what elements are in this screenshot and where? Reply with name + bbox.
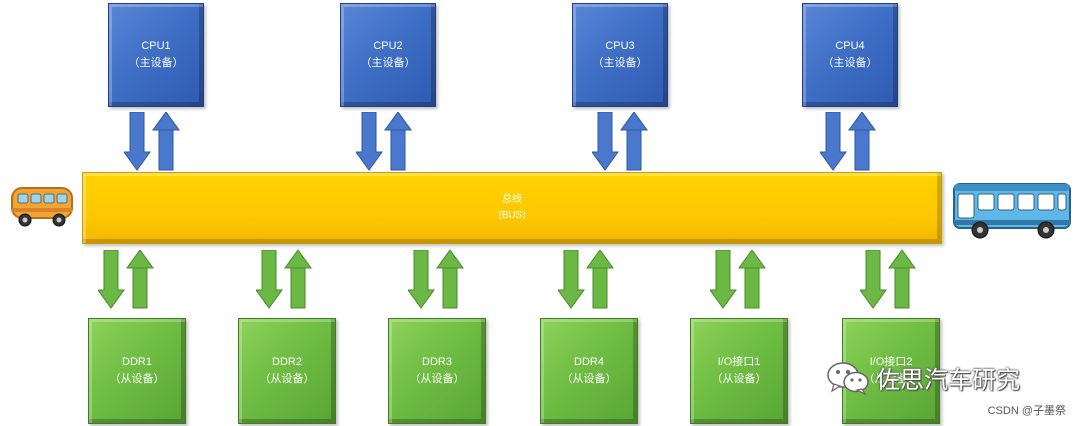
slave-name: DDR4 bbox=[574, 356, 604, 368]
system-bus: 总线 (BUS) bbox=[82, 172, 942, 244]
arrow-pair-cpu4-bus bbox=[820, 112, 876, 171]
watermark-text: 佐思汽车研究 bbox=[876, 367, 1020, 394]
slave-device-ddr2: DDR2 （从设备） bbox=[238, 318, 336, 424]
slave-name: DDR3 bbox=[422, 356, 452, 368]
slave-device-ddr4: DDR4 （从设备） bbox=[540, 318, 638, 424]
slave-role: （从设备） bbox=[711, 373, 767, 385]
slave-device-ddr1: DDR1 （从设备） bbox=[88, 318, 186, 424]
master-role: （主设备） bbox=[822, 57, 878, 69]
slave-device-io1: I/O接口1 （从设备） bbox=[690, 318, 788, 424]
arrow-pair-bus-io1 bbox=[710, 250, 766, 309]
master-role: （主设备） bbox=[128, 57, 184, 69]
slave-role: （从设备） bbox=[561, 373, 617, 385]
watermark: 佐思汽车研究 bbox=[826, 360, 1020, 395]
arrow-pair-bus-ddr4 bbox=[558, 250, 614, 309]
slave-role: （从设备） bbox=[409, 373, 465, 385]
master-device-cpu2: CPU2 （主设备） bbox=[340, 3, 436, 107]
arrow-pair-cpu1-bus bbox=[124, 112, 180, 171]
master-name: CPU2 bbox=[373, 40, 403, 52]
arrow-pair-cpu2-bus bbox=[356, 112, 412, 171]
slave-name: DDR2 bbox=[272, 356, 302, 368]
arrow-pair-bus-ddr2 bbox=[256, 250, 312, 309]
slave-name: I/O接口1 bbox=[717, 356, 761, 368]
slave-name: I/O接口2 bbox=[869, 356, 913, 368]
bus-subtitle: (BUS) bbox=[498, 210, 526, 221]
master-name: CPU3 bbox=[605, 40, 635, 52]
arrow-pair-bus-ddr1 bbox=[98, 250, 154, 309]
school-bus-icon bbox=[11, 187, 73, 227]
bus-title: 总线 bbox=[502, 194, 522, 205]
master-role: （主设备） bbox=[592, 57, 648, 69]
slave-device-io2: I/O接口2 （从设备） bbox=[842, 318, 940, 424]
slave-role: （从设备） bbox=[863, 373, 919, 385]
master-device-cpu1: CPU1 （主设备） bbox=[108, 3, 204, 107]
arrow-pair-bus-ddr3 bbox=[408, 250, 464, 309]
arrow-pair-cpu3-bus bbox=[592, 112, 648, 171]
slave-role: （从设备） bbox=[109, 373, 165, 385]
master-device-cpu4: CPU4 （主设备） bbox=[802, 3, 898, 107]
master-name: CPU4 bbox=[835, 40, 865, 52]
city-bus-icon bbox=[953, 183, 1071, 239]
master-name: CPU1 bbox=[141, 40, 171, 52]
wechat-icon bbox=[827, 361, 869, 395]
slave-device-ddr3: DDR3 （从设备） bbox=[388, 318, 486, 424]
arrow-pair-bus-io2 bbox=[860, 250, 916, 309]
master-role: （主设备） bbox=[360, 57, 416, 69]
source-credit: CSDN @子墨祭 bbox=[987, 405, 1066, 417]
slave-name: DDR1 bbox=[122, 356, 152, 368]
master-device-cpu3: CPU3 （主设备） bbox=[572, 3, 668, 107]
slave-role: （从设备） bbox=[259, 373, 315, 385]
